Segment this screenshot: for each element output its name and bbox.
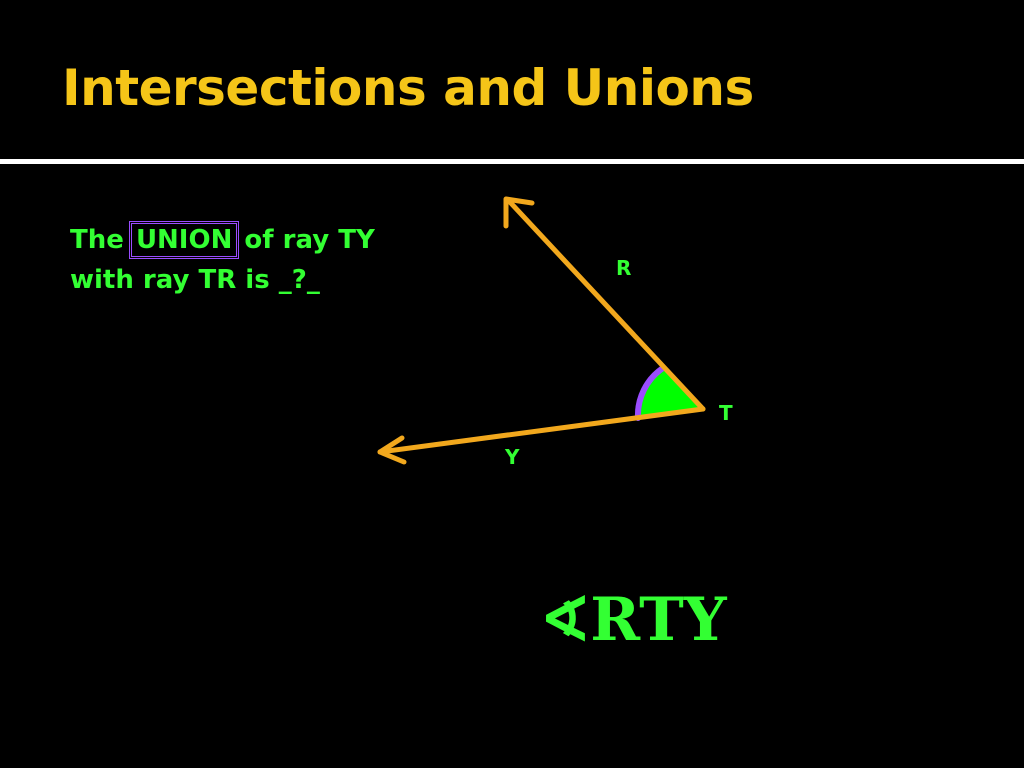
- label-t: T: [719, 401, 733, 425]
- ray-ty: [377, 406, 706, 455]
- union-highlight: UNION: [128, 221, 240, 259]
- label-y: Y: [504, 445, 520, 469]
- question-line2: with ray TR is _?_: [70, 265, 320, 295]
- ray-tr-arrowhead: [503, 196, 535, 229]
- answer-angle-rty: ∢RTY: [540, 585, 727, 655]
- label-r: R: [616, 256, 631, 280]
- slide-title: Intersections and Unions: [62, 59, 754, 117]
- question-text: The UNION of ray TY with ray TR is _?_: [70, 220, 430, 300]
- ray-ty-arrowhead: [377, 435, 407, 465]
- question-part1: The: [70, 225, 133, 255]
- ray-tr: [505, 197, 706, 412]
- angle-fill: [637, 368, 703, 418]
- angle-arc: [634, 365, 666, 421]
- question-part2: of ray TY: [235, 225, 375, 255]
- title-divider: [0, 159, 1024, 164]
